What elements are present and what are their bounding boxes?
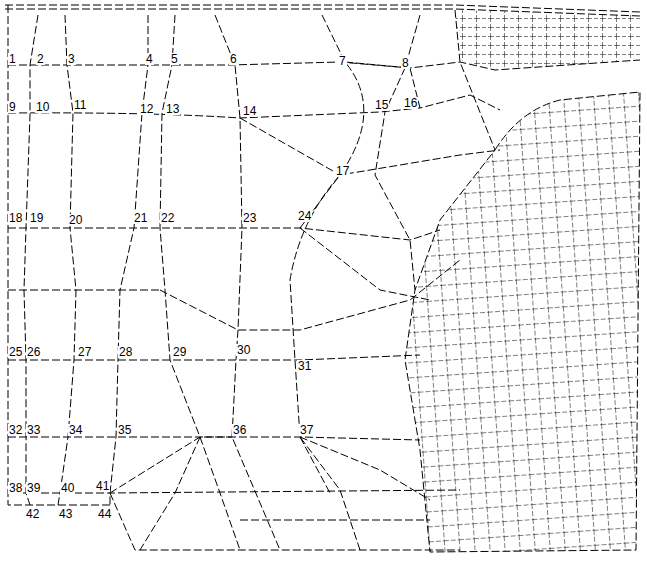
node-number: 28 bbox=[118, 346, 133, 358]
node-number: 39 bbox=[26, 482, 41, 494]
node-number: 38 bbox=[8, 482, 23, 494]
node-number: 15 bbox=[374, 99, 389, 111]
node-number: 10 bbox=[35, 101, 50, 113]
node-number: 34 bbox=[68, 424, 83, 436]
node-number: 37 bbox=[299, 424, 314, 436]
node-number: 35 bbox=[117, 424, 132, 436]
node-number: 36 bbox=[232, 424, 247, 436]
node-number: 33 bbox=[26, 424, 41, 436]
node-number: 16 bbox=[403, 97, 418, 109]
node-number: 42 bbox=[25, 508, 40, 520]
node-number: 29 bbox=[172, 346, 187, 358]
node-number: 21 bbox=[133, 212, 148, 224]
node-number: 41 bbox=[95, 480, 110, 492]
node-number: 32 bbox=[8, 424, 23, 436]
node-number: 12 bbox=[139, 103, 154, 115]
node-number: 26 bbox=[26, 346, 41, 358]
node-number: 8 bbox=[401, 57, 410, 69]
node-number: 4 bbox=[145, 53, 154, 65]
node-number: 31 bbox=[297, 360, 312, 372]
node-number: 20 bbox=[68, 214, 83, 226]
node-number: 30 bbox=[236, 344, 251, 356]
node-number: 11 bbox=[73, 99, 87, 111]
node-number: 17 bbox=[335, 165, 350, 177]
node-number: 27 bbox=[77, 346, 92, 358]
node-number: 40 bbox=[60, 482, 75, 494]
node-number: 1 bbox=[8, 53, 17, 65]
node-number: 44 bbox=[97, 508, 112, 520]
node-number: 13 bbox=[165, 103, 180, 115]
node-number: 25 bbox=[8, 346, 23, 358]
node-number: 24 bbox=[297, 210, 312, 222]
node-number: 6 bbox=[229, 53, 238, 65]
node-number: 23 bbox=[242, 212, 257, 224]
node-number: 5 bbox=[170, 53, 179, 65]
node-number: 22 bbox=[160, 212, 175, 224]
node-number: 7 bbox=[338, 55, 347, 67]
node-number: 18 bbox=[8, 212, 23, 224]
node-number: 2 bbox=[36, 53, 45, 65]
node-number: 9 bbox=[8, 101, 17, 113]
node-number: 14 bbox=[242, 105, 257, 117]
node-number: 43 bbox=[58, 508, 73, 520]
node-number: 19 bbox=[29, 212, 44, 224]
node-number: 3 bbox=[67, 53, 76, 65]
